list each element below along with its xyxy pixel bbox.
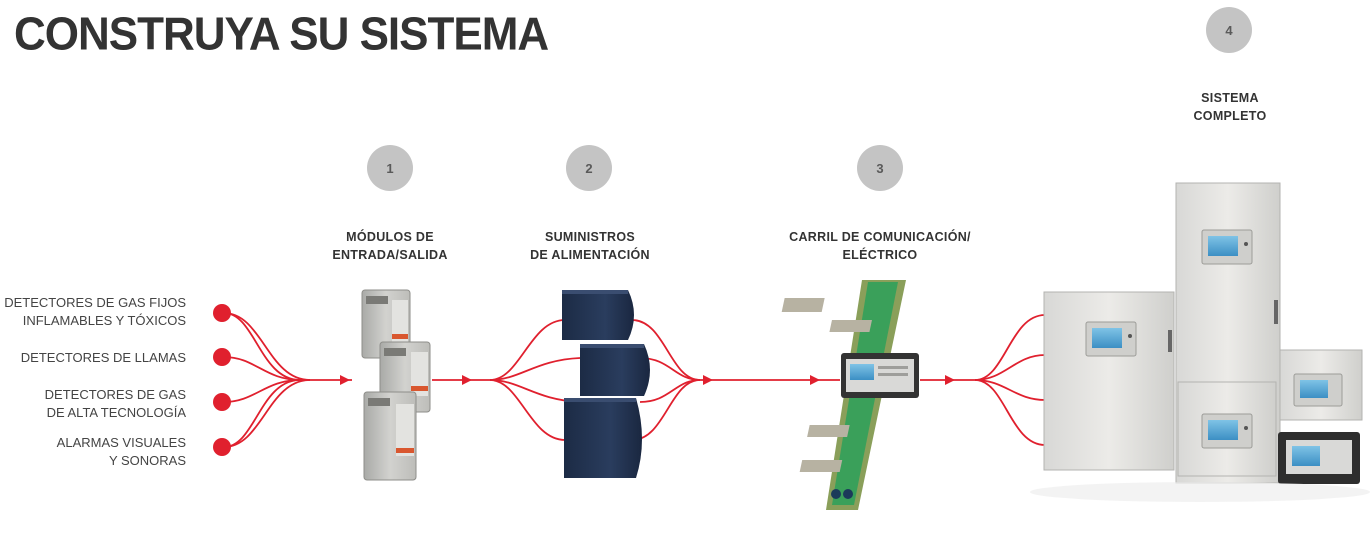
- arrowhead-2: [462, 375, 472, 385]
- step-3-label: CARRIL DE COMUNICACIÓN/ ELÉCTRICO: [760, 228, 1000, 264]
- step-4-label-line-1: SISTEMA: [1201, 91, 1259, 105]
- input-label-alarms: ALARMAS VISUALES Y SONORAS: [57, 434, 186, 470]
- power-supply-middle: [580, 344, 650, 396]
- step-1-badge: 1: [367, 145, 413, 191]
- input-dot-flame: [213, 348, 231, 366]
- control-unit-desktop: [1278, 432, 1360, 484]
- arrowhead-1: [340, 375, 350, 385]
- input-connector-lines: [223, 312, 311, 448]
- input-dot-advanced-gas: [213, 393, 231, 411]
- flow-arrowheads: [340, 375, 955, 385]
- input-label-gas-detectors: DETECTORES DE GAS FIJOS INFLAMABLES Y TÓ…: [4, 294, 186, 330]
- input-label-flame-detectors: DETECTORES DE LLAMAS: [21, 349, 186, 367]
- cabinet-left: [1043, 291, 1175, 471]
- step-2-badge: 2: [566, 145, 612, 191]
- input-label-advanced-gas-detectors-line-1: DETECTORES DE GAS: [44, 387, 186, 402]
- step-2-label-line-2: DE ALIMENTACIÓN: [530, 248, 650, 262]
- cabinet-small-center: [1177, 381, 1277, 477]
- arrowhead-3: [703, 375, 713, 385]
- complete-system-image: [1030, 182, 1370, 502]
- cabinet-small-right: [1279, 349, 1363, 421]
- communication-rail-image: [781, 280, 919, 510]
- arrowhead-4: [810, 375, 820, 385]
- step-3-badge: 3: [857, 145, 903, 191]
- input-label-advanced-gas-detectors-line-2: DE ALTA TECNOLOGÍA: [46, 405, 186, 420]
- step-4-label-line-2: COMPLETO: [1193, 109, 1267, 123]
- io-module-bottom: [363, 391, 417, 481]
- input-dots: [213, 304, 231, 456]
- step-2-label-line-1: SUMINISTROS: [544, 230, 636, 244]
- arrowhead-5: [945, 375, 955, 385]
- power-supply-top: [562, 290, 634, 340]
- io-module-top: [361, 289, 411, 359]
- input-label-advanced-gas-detectors: DETECTORES DE GAS DE ALTA TECNOLOGÍA: [45, 386, 186, 422]
- input-label-flame-detectors-line-1: DETECTORES DE LLAMAS: [20, 350, 186, 365]
- input-label-alarms-line-1: ALARMAS VISUALES: [56, 435, 186, 450]
- input-dot-gas: [213, 304, 231, 322]
- input-label-gas-detectors-line-2: INFLAMABLES Y TÓXICOS: [22, 313, 186, 328]
- input-dot-alarms: [213, 438, 231, 456]
- step-1-label-line-2: ENTRADA/SALIDA: [332, 248, 448, 262]
- step-2-label: SUMINISTROS DE ALIMENTACIÓN: [500, 228, 680, 264]
- step-4-label: SISTEMA COMPLETO: [1170, 89, 1290, 125]
- step-1-label-line-1: MÓDULOS DE: [346, 230, 434, 244]
- step-3-label-line-2: ELÉCTRICO: [842, 248, 918, 262]
- power-supply-bottom: [564, 398, 642, 478]
- page-title: CONSTRUYA SU SISTEMA: [14, 8, 549, 60]
- input-label-gas-detectors-line-1: DETECTORES DE GAS FIJOS: [4, 295, 186, 310]
- io-modules-image: [361, 289, 431, 481]
- step-1-label: MÓDULOS DE ENTRADA/SALIDA: [300, 228, 480, 264]
- control-unit-display: [841, 353, 919, 398]
- step-3-label-line-1: CARRIL DE COMUNICACIÓN/: [789, 230, 971, 244]
- step-4-badge: 4: [1206, 7, 1252, 53]
- input-label-alarms-line-2: Y SONORAS: [108, 453, 186, 468]
- power-supplies-image: [562, 290, 650, 478]
